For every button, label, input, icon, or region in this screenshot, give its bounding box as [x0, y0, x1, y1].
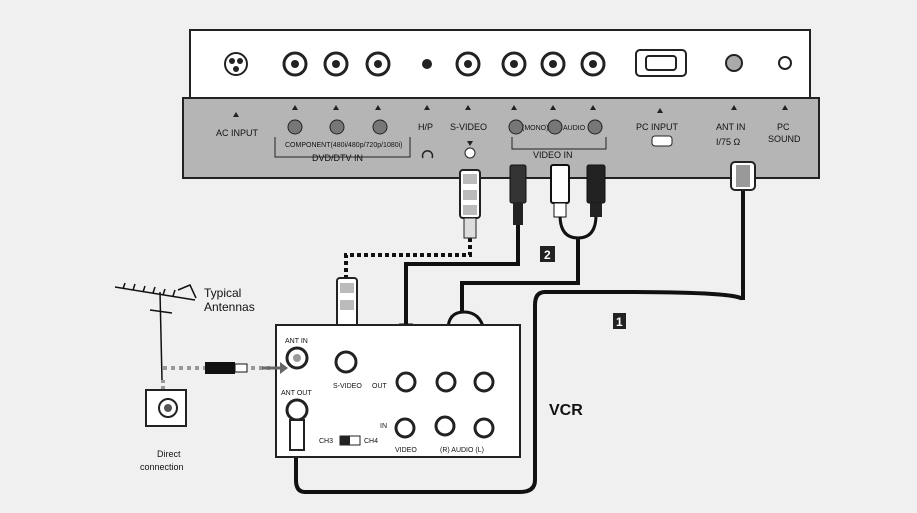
audio-cable-split	[558, 214, 598, 240]
hp-label: H/P	[418, 122, 433, 132]
vcr-audio-label: (R) AUDIO (L)	[440, 447, 484, 454]
ac-input-label: AC INPUT	[216, 128, 259, 138]
sound-label: SOUND	[768, 134, 801, 144]
vcr-out-jack-icon	[395, 371, 417, 393]
vcr-ch4-label: CH4	[364, 438, 378, 445]
coax-plug-icon	[205, 362, 235, 374]
video-jack-icon	[508, 119, 524, 135]
vcr-in-label: IN	[380, 423, 387, 430]
dvd-dtv-label: DVD/DTV IN	[312, 153, 363, 163]
ant-in-label: ANT IN	[716, 122, 745, 132]
direct-label-line1: Direct	[157, 449, 181, 459]
vcr-svideo-jack-icon	[334, 350, 358, 374]
panel-arrows	[233, 105, 788, 117]
svg-text:1: 1	[616, 315, 623, 329]
marker-one	[613, 313, 626, 329]
antenna-cable	[294, 188, 745, 494]
pc-input-label: PC INPUT	[636, 122, 679, 132]
vcr-in-jack-icon	[434, 415, 456, 437]
pc-sound-jack-icon	[778, 56, 792, 70]
vcr-ch3-label: CH3	[319, 438, 333, 445]
audio-jack-icon	[547, 119, 563, 135]
antenna-label-line1: Typical	[204, 286, 241, 300]
mono-label: (MONO)	[522, 125, 548, 132]
antenna-icon	[114, 282, 197, 381]
audio-jack-icon	[587, 119, 603, 135]
component-label: COMPONENT(480i/480p/720p/1080i)	[285, 142, 403, 149]
rca-plug-icon	[550, 164, 570, 204]
component-jack-icon	[329, 119, 345, 135]
antenna-label-line2: Antennas	[204, 300, 255, 314]
svideo-cable	[344, 238, 472, 278]
marker-two	[540, 246, 555, 262]
vcr-ant-in-label: ANT IN	[285, 338, 308, 345]
audio-label: AUDIO	[563, 125, 586, 132]
vcr-out-label: OUT	[372, 383, 388, 390]
vga-small-icon	[651, 135, 673, 147]
vcr-in-jack-icon	[473, 417, 495, 439]
direct-label-line2: connection	[140, 462, 184, 472]
video-cable	[404, 225, 520, 324]
bracket-lines	[274, 137, 607, 158]
vcr-title: VCR	[549, 402, 583, 419]
rca-plug-icon	[509, 164, 527, 204]
antenna-jack-icon	[725, 54, 743, 72]
component-jack-icon	[287, 119, 303, 135]
vcr-video-label: VIDEO	[395, 447, 417, 454]
vcr-in-jack-icon	[394, 417, 416, 439]
video-in-label: VIDEO IN	[533, 150, 573, 160]
svideo-small-icon	[464, 147, 476, 159]
rca-plug-icon	[586, 164, 606, 204]
vcr-svideo-label: S-VIDEO	[333, 383, 362, 390]
headphone-icon	[421, 150, 434, 159]
vcr-ant-out-label: ANT OUT	[281, 390, 312, 397]
pc-label: PC	[777, 122, 790, 132]
ohm-label: I/75 Ω	[716, 137, 741, 147]
top-jacks	[224, 49, 792, 77]
component-jack-icon	[372, 119, 388, 135]
headphone-jack-icon	[422, 59, 432, 69]
s-video-label: S-VIDEO	[450, 122, 487, 132]
panel-jacks	[287, 119, 673, 159]
audio-cable	[460, 238, 580, 312]
svg-text:2: 2	[544, 248, 551, 262]
vcr-ant-out-jack-icon	[285, 398, 309, 422]
tv-back-panel	[182, 97, 820, 179]
vcr-out-jack-icon	[435, 371, 457, 393]
vcr-out-jack-icon	[473, 371, 495, 393]
